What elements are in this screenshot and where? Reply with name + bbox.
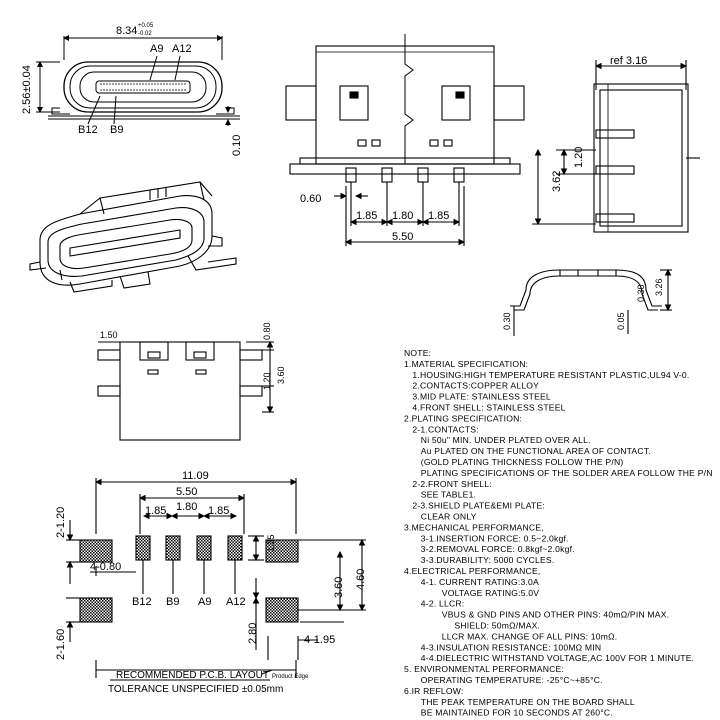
note-line: 3-2.REMOVAL FORCE: 0.8kgf~2.0kgf. [421,544,575,554]
pcb-460: 4.60 [355,569,367,590]
pcb-4x080: 4-0.80 [90,561,121,573]
bottom-view-labels: 1.50 0.80 1.20 3.60 [100,322,286,390]
pcb-2x160: 2-1.60 [55,629,67,660]
dim-362: 3.62 [551,171,563,192]
pcb-pin-a9: A9 [198,596,211,608]
bottom-view [97,340,274,441]
width-tol-minus: -0.02 [138,31,152,37]
width-tol-plus: +0.05 [138,23,154,29]
isometric-connector [29,181,237,293]
pcb-4x195: 4-1.95 [304,634,335,646]
dim-005: 0.05 [616,312,626,330]
note-line: 2-2.FRONT SHELL: [412,479,491,489]
front-opening-labels: 8.34 +0.05 -0.02 2.56±0.04 A9 A12 B12 B9… [21,23,243,156]
note-line: 4.FRONT SHELL: STAINLESS STEEL [412,403,565,413]
note-line: Au PLATED ON THE FUNCTIONAL AREA OF CONT… [421,446,651,456]
top-view-labels: 0.60 1.85 1.80 1.85 5.50 [300,193,449,243]
note-line: SEE TABLE1. [421,490,476,500]
front-profile-view [510,268,672,336]
dim-326: 3.26 [654,278,664,296]
note-line: 4-1. CURRENT RATING:3.0A [421,577,539,587]
pcb-inner: 5.50 [176,486,197,498]
width-dim-label: 8.34 [116,25,137,37]
standoff-label: 0.10 [231,135,243,156]
note-line: PLATING SPECIFICATIONS OF THE SOLDER ARE… [421,468,713,478]
pcb-title: RECOMMENDED P.C.B. LAYOUT [116,670,269,681]
note-line: SHIELD: 50mΩ/MAX. [454,621,540,631]
pin-label-b12: B12 [78,124,98,136]
ref-dim: ref 3.16 [610,55,647,67]
top-view [285,34,525,246]
note-line: 1.MATERIAL SPECIFICATION: [404,359,528,369]
pcb-layout-labels: 11.09 5.50 1.85 1.80 1.85 1.35 2-1.20 4-… [55,470,367,695]
dim-360: 3.60 [276,366,286,384]
dim-080: 0.80 [262,322,272,340]
side-view-labels: ref 3.16 1.20 3.62 [551,55,647,192]
dim-060: 0.60 [300,193,321,205]
overall-550: 5.50 [392,231,413,243]
dim-150: 1.50 [100,330,118,340]
pitch-2: 1.80 [392,210,413,222]
pcb-pin-b9: B9 [166,596,179,608]
note-line: THE PEAK TEMPERATURE ON THE BOARD SHALL [421,697,635,707]
pcb-280: 2.80 [247,623,259,644]
note-line: 3.MECHANICAL PERFORMANCE, [404,522,544,532]
note-line: 4-3.INSULATION RESISTANCE: 100MΩ MIN [421,642,601,652]
pitch-3: 1.85 [428,210,449,222]
note-line: (GOLD PLATING THICKNESS FOLLOW THE P/N) [421,457,624,467]
note-line: 6.IR REFLOW: [404,686,464,696]
note-line: 4-2. LLCR: [421,599,465,609]
note-line: 2-1.CONTACTS: [412,424,478,434]
pcb-pitch-1: 1.85 [145,505,166,517]
note-line: 1.HOUSING:HIGH TEMPERATURE RESISTANT PLA… [412,370,689,380]
front-profile-labels: 0.30 3.26 0.30 0.05 [502,278,664,330]
pin-label-b9: B9 [110,124,123,136]
dim-120: 1.20 [262,372,272,390]
product-edge-label: Product Edge [272,674,309,680]
note-line: 2.CONTACTS:COPPER ALLOY [412,381,539,391]
note-line: BE MAINTAINED FOR 10 SECONDS AT 260°C. [421,708,613,718]
note-line: OPERATING TEMPERATURE: -25°C~+85°C. [421,675,603,685]
height-dim-label: 2.56±0.04 [21,65,33,114]
note-line: 3.MID PLATE: STAINLESS STEEL [412,392,551,402]
note-line: 3-1.INSERTION FORCE: 0.5~2.0kgf. [421,533,569,543]
note-line: Ni 50u" MIN. UNDER PLATED OVER ALL. [421,435,591,445]
note-line: VBUS & GND PINS AND OTHER PINS: 40mΩ/PIN… [442,610,669,620]
note-line: CLEAR ONLY [421,512,477,522]
pcb-2x120: 2-1.20 [55,507,67,538]
note-line: 3-3.DURABILITY: 5000 CYCLES. [421,555,555,565]
note-line: 4-4.DIELECTRIC WITHSTAND VOLTAGE,AC 100V… [421,653,694,663]
note-line: 5. ENVIRONMENTAL PERFORMANCE: [404,664,564,674]
pcb-360: 3.60 [333,577,345,598]
pcb-pitch-2: 1.80 [176,501,197,513]
pcb-pin-b12: B12 [132,596,152,608]
pcb-layout [66,478,366,681]
note-line: VOLTAGE RATING:5.0V [442,588,539,598]
dim-120: 1.20 [573,147,585,168]
front-opening-view [36,35,240,126]
pcb-pin-a12: A12 [226,596,246,608]
pcb-overall: 11.09 [182,470,209,482]
pcb-tolerance: TOLERANCE UNSPECIFIED ±0.05mm [108,684,283,695]
pin-label-a12: A12 [172,43,192,55]
note-line: NOTE: [404,348,431,358]
pcb-pitch-3: 1.85 [208,505,229,517]
side-view [532,60,700,233]
dim-030-b: 0.30 [502,312,512,330]
dim-030-a: 0.30 [636,284,646,302]
pin-label-a9: A9 [150,43,163,55]
note-line: LLCR MAX. CHANGE OF ALL PINS: 10mΩ. [442,631,617,641]
note-line: 4.ELECTRICAL PERFORMANCE, [404,566,540,576]
notes-block: NOTE:1.MATERIAL SPECIFICATION:1.HOUSING:… [404,348,713,718]
note-line: 2-3.SHIELD PLATE&EMI PLATE: [412,501,545,511]
pcb-pad-h: 1.35 [266,534,276,552]
note-line: 2.PLATING SPECIFICATION: [404,413,522,423]
pitch-1: 1.85 [356,210,377,222]
